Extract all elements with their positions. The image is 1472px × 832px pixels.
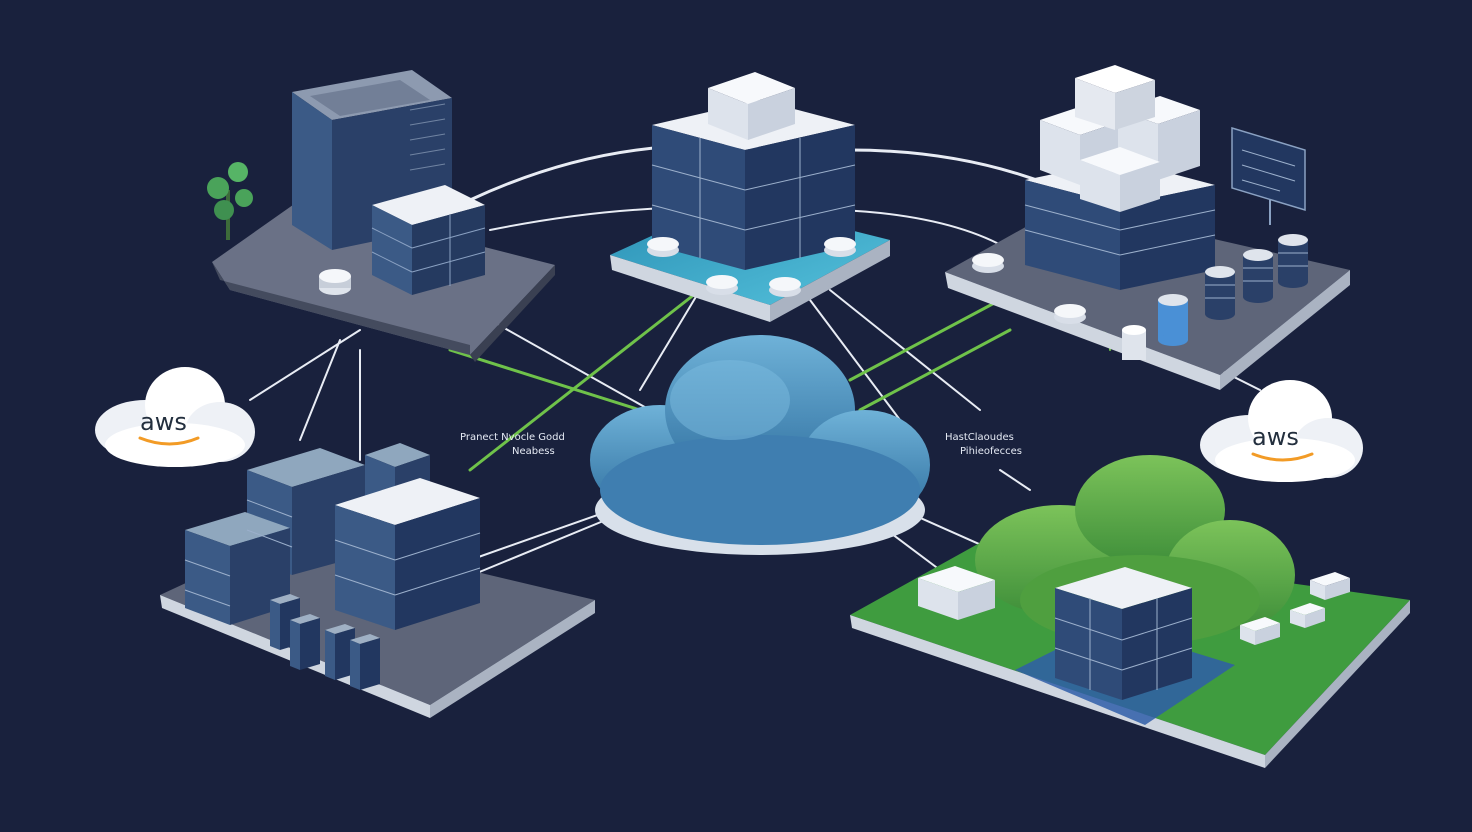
aws-smile-icon [138,436,200,446]
aws-logo-text: aws [1252,423,1299,451]
aws-cloud-left: aws [95,367,255,467]
platform-top-right [945,65,1350,390]
server-rack [651,72,856,270]
center-right-label-line2: Pihieofecces [960,446,1022,457]
center-right-label-line1: HastClaoudes [945,432,1014,443]
platform-top-left [207,70,555,362]
appliance-boxes [918,566,1350,645]
central-cloud [590,335,930,555]
server-rack-cluster [1024,65,1216,290]
tree-icon [207,162,253,240]
server-rack-group [184,443,481,630]
storage-disk [319,269,351,295]
center-labels: Pranect Nvocle Godd Neabess HastClaoudes… [460,432,1022,457]
platform-top-center [610,72,890,322]
storage-disks [647,237,856,297]
center-left-label-line1: Pranect Nvocle Godd [460,432,565,443]
monitor-panel-icon [1231,126,1306,225]
center-left-label-line2: Neabess [512,446,555,457]
server-rack [1054,567,1193,700]
aws-logo-text: aws [140,408,187,436]
storage-disks [972,253,1086,324]
platform-bottom-right [850,455,1410,768]
aws-cloud-right: aws [1200,380,1363,482]
aws-smile-icon [1251,452,1314,462]
database-cylinders [1122,234,1308,360]
platform-bottom-left [160,443,595,718]
storage-towers [270,594,380,690]
server-rack [371,185,486,295]
